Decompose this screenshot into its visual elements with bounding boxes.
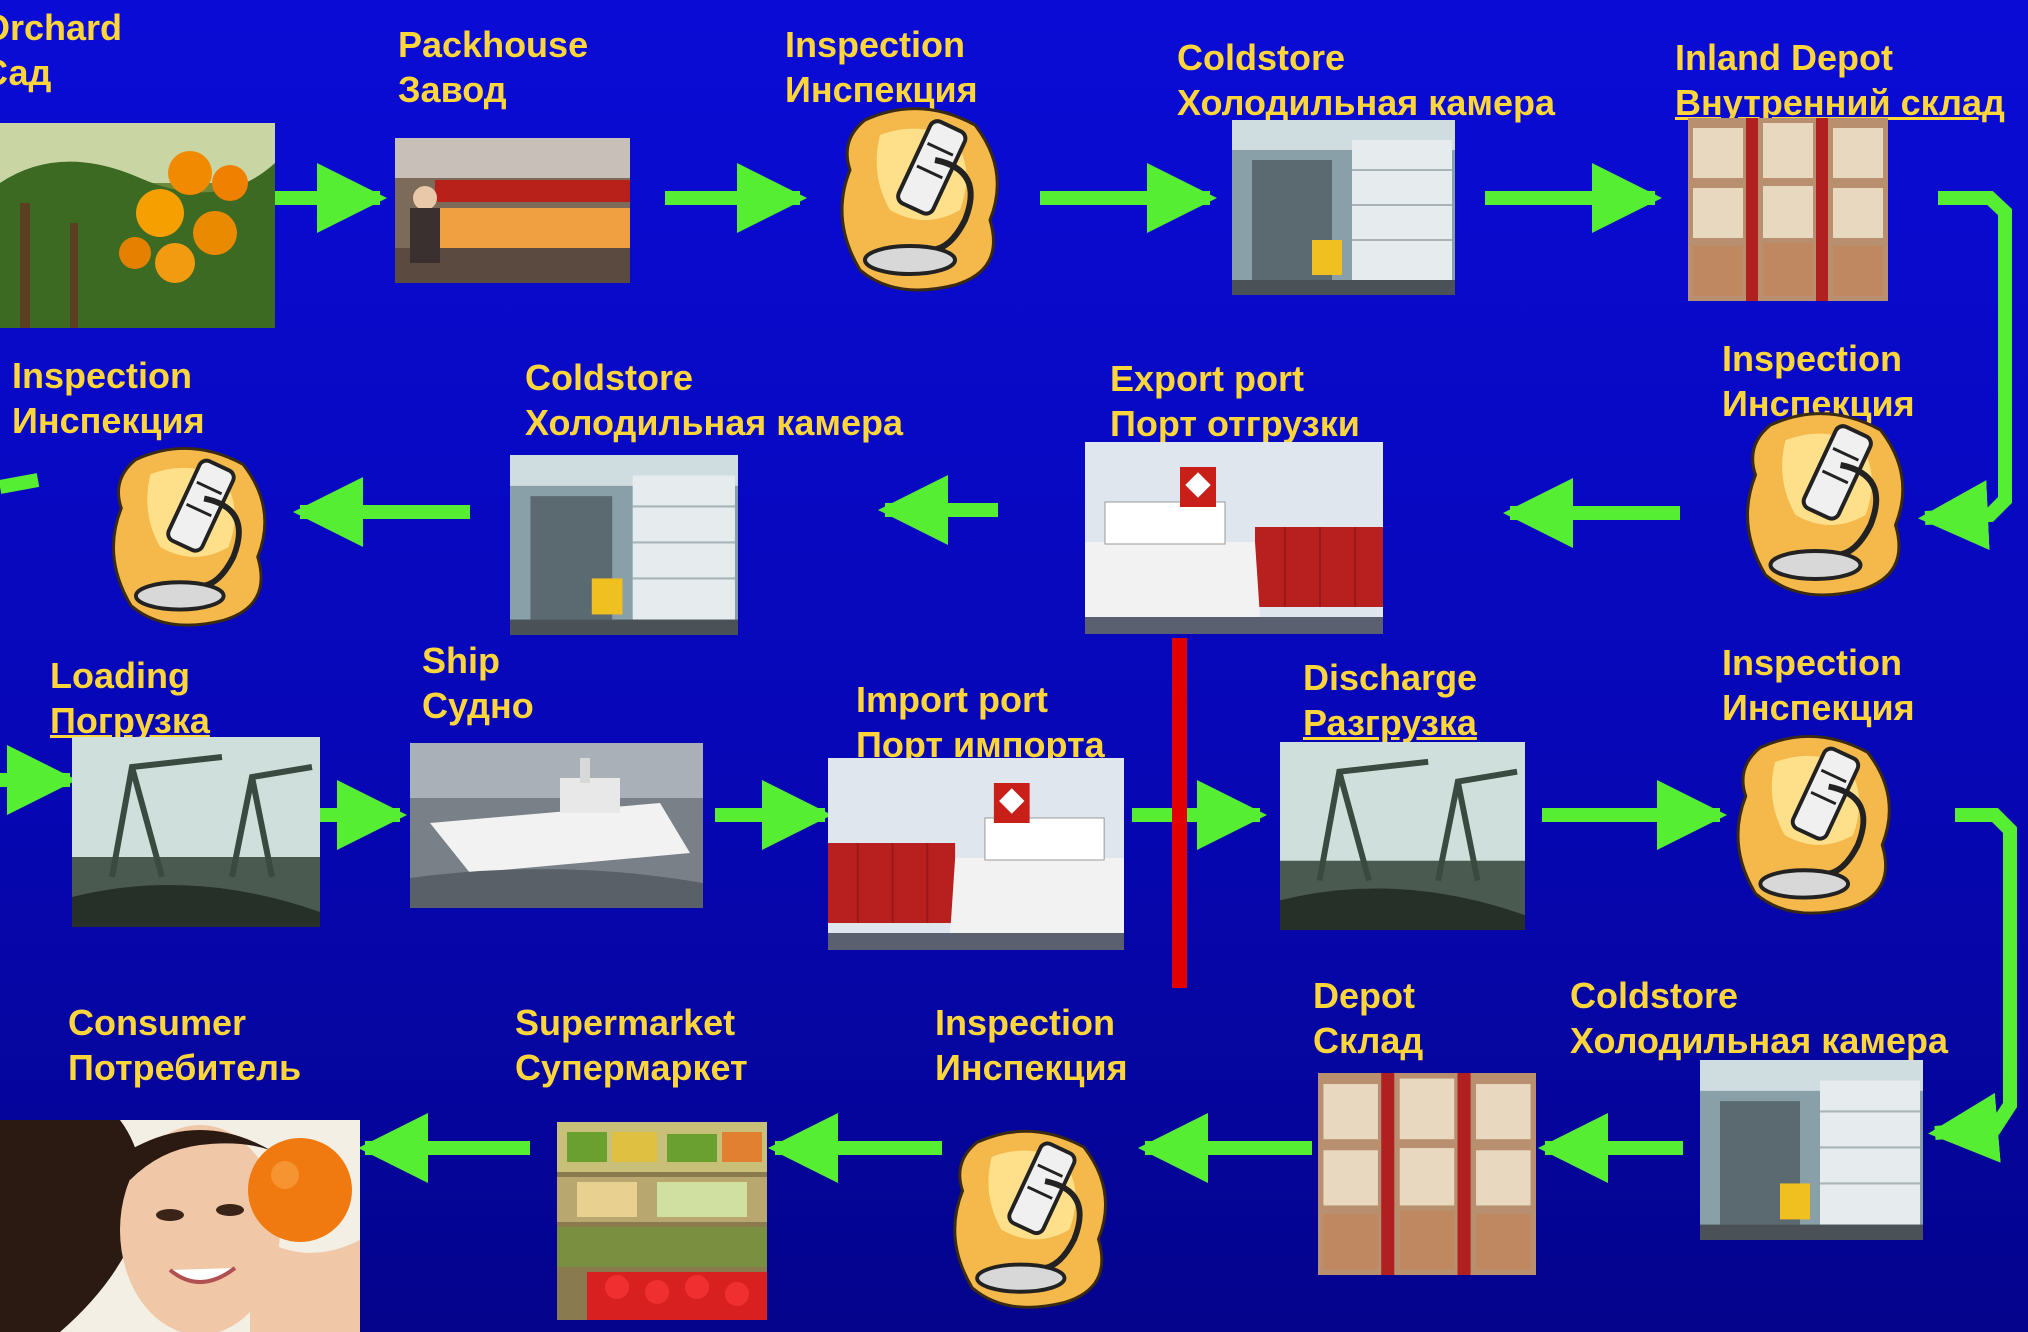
node-label-en: Inspection (935, 1002, 1116, 1043)
node-label-ru: Завод (398, 69, 507, 110)
arrow-inspection-loading-a (0, 473, 40, 494)
node-label-ru: Инспекция (935, 1047, 1128, 1088)
node-label-en: Ship (422, 640, 500, 681)
crane-photo (72, 737, 320, 927)
woman-with-orange-photo (0, 1120, 360, 1332)
node-label-en: Import port (856, 679, 1048, 720)
coldstore-photo (1232, 120, 1455, 295)
magnifier-icon (835, 100, 1005, 295)
produce-shelf-photo (557, 1122, 767, 1320)
node-label-ru: Потребитель (68, 1047, 302, 1088)
magnifier-icon (948, 1120, 1113, 1315)
node-label-en: Supermarket (515, 1002, 736, 1043)
magnifier-icon (1725, 728, 1903, 918)
node-label-en: Coldstore (1177, 37, 1346, 78)
node-label-ru: Разгрузка (1303, 702, 1477, 743)
border-line (1172, 638, 1187, 988)
node-label-ru: Холодильная камера (1570, 1020, 1948, 1061)
node-label-en: Consumer (68, 1002, 247, 1043)
warehouse-photo (1318, 1073, 1536, 1275)
ship-at-port-photo (828, 758, 1124, 950)
magnifier-icon (1738, 405, 1913, 600)
magnifier-icon (102, 440, 277, 630)
coldstore-photo (1700, 1060, 1923, 1240)
node-label-en: Discharge (1303, 657, 1478, 698)
node-label-en: Inspection (1722, 642, 1903, 683)
node-label-en: Inspection (12, 355, 193, 396)
node-label-ru: Холодильная камера (1177, 82, 1555, 123)
node-label-en: Inspection (785, 24, 966, 65)
node-label-en: Inspection (1722, 338, 1903, 379)
packing-line-photo (395, 138, 630, 283)
arrow-depot-inspection (1918, 191, 2012, 551)
node-label-ru: Инспекция (785, 69, 978, 110)
coldstore-photo (510, 455, 738, 635)
warehouse-photo (1688, 118, 1888, 301)
node-label-en: Loading (50, 655, 190, 696)
ship-at-port-photo (1085, 442, 1383, 634)
node-label-ru: Инспекция (1722, 687, 1915, 728)
node-label-ru: Судно (422, 685, 534, 726)
node-label-en: Export port (1110, 358, 1304, 399)
node-label-en: Depot (1313, 975, 1415, 1016)
node-label-en: Coldstore (525, 357, 694, 398)
node-label-ru: Инспекция (12, 400, 205, 441)
node-label-en: Packhouse (398, 24, 589, 65)
node-label-en: Coldstore (1570, 975, 1739, 1016)
ship-at-sea-photo (410, 743, 703, 908)
node-label-ru: Холодильная камера (525, 402, 903, 443)
node-label-en: Inland Depot (1675, 37, 1893, 78)
node-label-ru: Порт отгрузки (1110, 403, 1360, 444)
crane-photo (1280, 742, 1525, 930)
node-label-ru: Сад (0, 52, 52, 93)
node-label-ru: Погрузка (50, 700, 210, 741)
node-label-ru: Склад (1313, 1020, 1424, 1061)
node-label-ru: Супермаркет (515, 1047, 748, 1088)
node-label-en: Orchard (0, 7, 123, 48)
node-label-ru: Внутренний склад (1675, 82, 2005, 123)
orange-tree-photo (0, 123, 275, 328)
